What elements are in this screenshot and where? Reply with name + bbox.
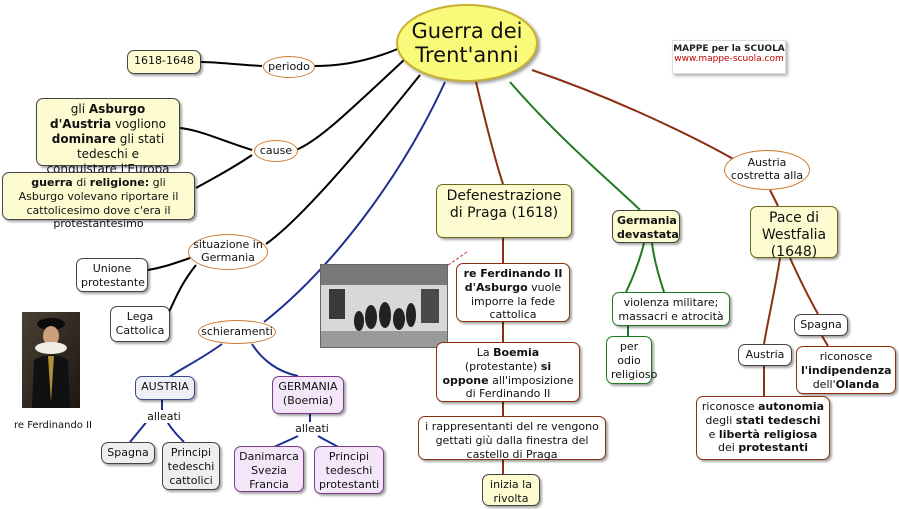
netherlands-independence-box: riconosce l'indipendenza dell'Olanda <box>796 346 896 394</box>
westphalia-title-box: Pace di Westfalia (1648) <box>750 206 838 260</box>
portrait-ferdinand <box>22 312 80 408</box>
austria-forced-label: Austria costretta alla <box>724 150 810 190</box>
danish-swedish-french-box: Danimarca Svezia Francia <box>234 446 304 492</box>
protestant-princes-box: Principi tedeschi protestanti <box>314 446 384 494</box>
period-value: 1618-1648 <box>134 54 194 67</box>
causes-label: cause <box>254 140 298 162</box>
westphalia-spain-box: Spagna <box>794 314 848 336</box>
defenestration-title-box: Defenestrazione di Praga (1618) <box>436 184 572 238</box>
religious-hate-box: per odio religioso <box>606 336 657 384</box>
map-title-line1: Guerra dei <box>411 19 523 43</box>
austria-allies-label: alleati <box>140 410 188 423</box>
revolt-box: inizia la rivolta <box>482 474 540 506</box>
alignments-label: schieramenti <box>198 320 276 344</box>
spain-ally-box: Spagna <box>101 442 155 464</box>
period-label: periodo <box>263 56 315 78</box>
defenestration-engraving <box>320 264 448 348</box>
map-title-line2: Trent'anni <box>415 43 519 67</box>
union-box: Unione protestante <box>76 258 148 292</box>
ferdinand-box: re Ferdinando II d'Asburgo vuole imporre… <box>456 263 570 322</box>
brand-url[interactable]: www.mappe-scuola.com <box>674 54 784 64</box>
cause-habsburg-box: gli Asburgo d'Austria vogliono dominare … <box>36 98 180 176</box>
brand-box: MAPPE per la SCUOLA www.mappe-scuola.com <box>672 40 786 74</box>
portrait-caption: re Ferdinando II <box>10 420 96 431</box>
westphalia-austria-box: Austria <box>738 344 792 366</box>
violence-box: violenza militare; massacri e atrocità <box>612 292 730 326</box>
austria-side-box: AUSTRIA <box>135 376 195 400</box>
germany-devastated-box: Germania devastata <box>612 210 680 243</box>
german-states-autonomy-box: riconosce autonomia degli stati tedeschi… <box>696 396 830 460</box>
period-value-box: 1618-1648 <box>127 50 201 74</box>
situation-label: situazione in Germania <box>188 234 268 270</box>
germany-allies-label: alleati <box>288 422 336 435</box>
thrown-box: i rappresentanti del re vengono gettati … <box>418 416 606 461</box>
league-box: Lega Cattolica <box>110 306 170 342</box>
germany-side-box: GERMANIA (Boemia) <box>272 376 344 414</box>
cause-religion-box: guerra di religione: gli Asburgo volevan… <box>2 172 195 230</box>
brand-name: MAPPE per la SCUOLA <box>673 44 785 54</box>
bohemia-box: La Boemia (protestante) si oppone all'im… <box>436 342 580 402</box>
map-title: Guerra dei Trent'anni <box>396 4 538 82</box>
catholic-princes-box: Principi tedeschi cattolici <box>162 442 220 490</box>
